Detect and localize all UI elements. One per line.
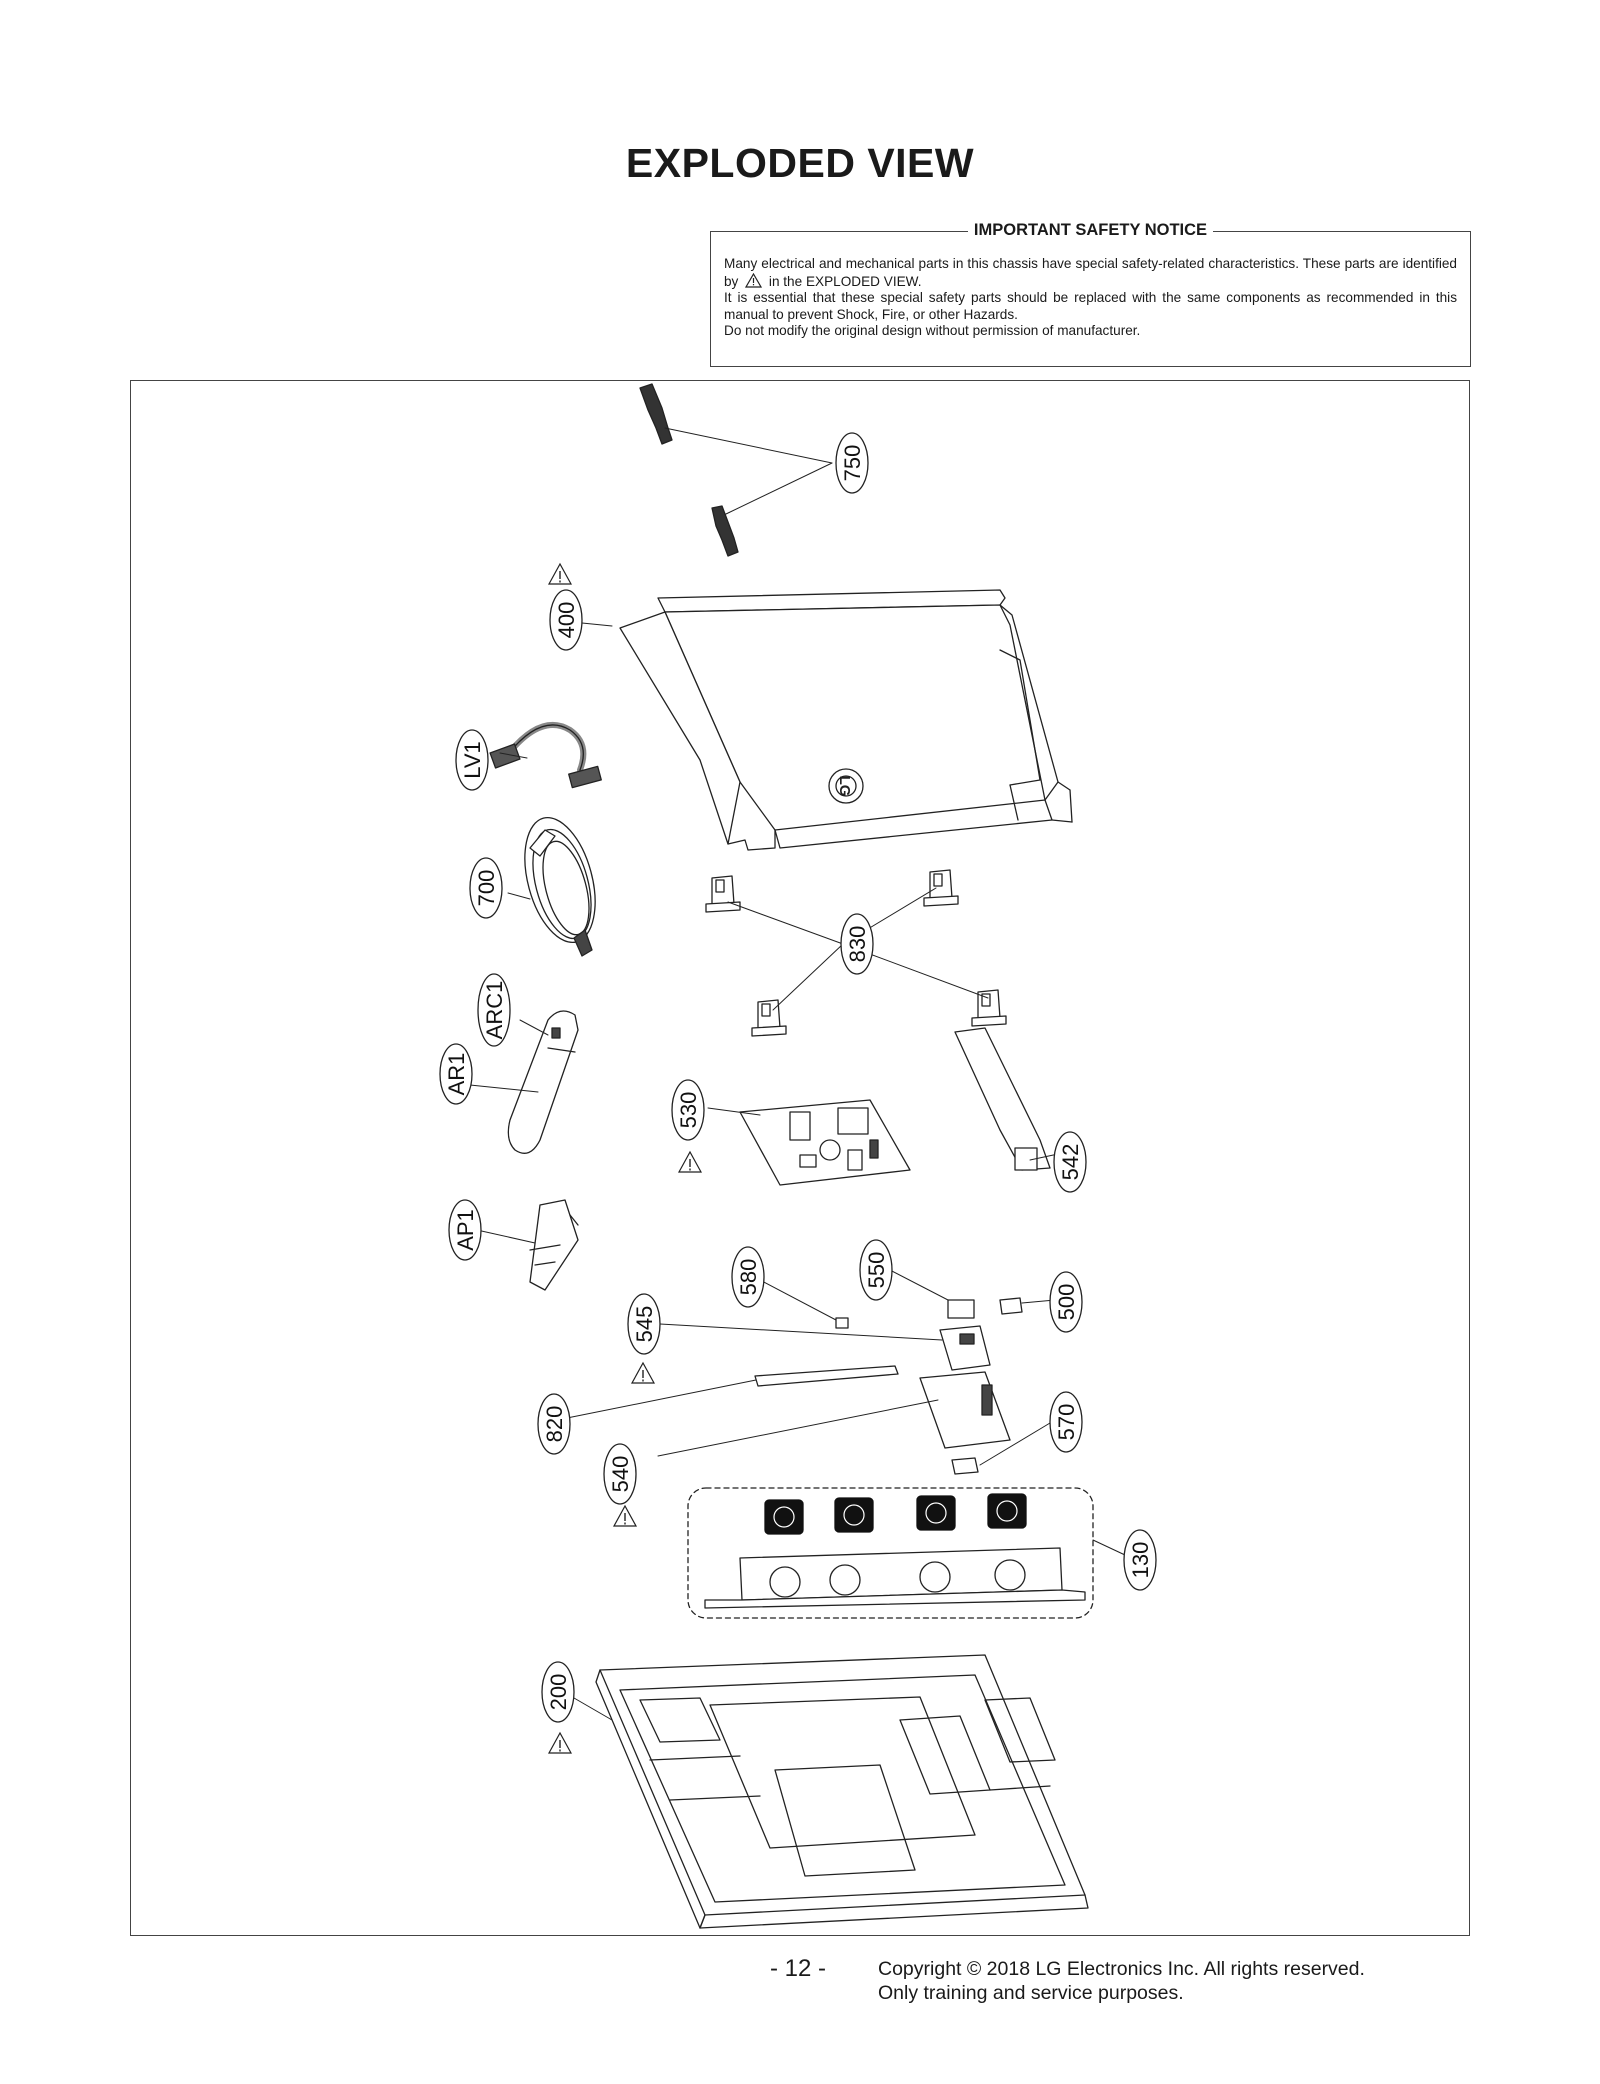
svg-text:500: 500 <box>1054 1284 1079 1321</box>
page-title: EXPLODED VIEW <box>625 140 975 186</box>
safety-notice-heading-wrap: IMPORTANT SAFETY NOTICE <box>711 221 1470 240</box>
label-550: 550 <box>859 1239 893 1301</box>
label-200: 200 <box>541 1661 575 1723</box>
label-542: 542 <box>1053 1131 1087 1193</box>
label-545: 545 <box>627 1293 661 1355</box>
part-labels: 750 400 LV1 700 830 ARC1 AR1 530 542 AP1… <box>439 432 1157 1723</box>
connector-500 <box>999 1297 1023 1315</box>
svg-text:AP1: AP1 <box>453 1209 478 1251</box>
lvds-cable-LV1 <box>489 721 602 789</box>
safety-notice-line3: Do not modify the original design withou… <box>724 323 1141 338</box>
sensor-board-580 <box>835 1317 849 1329</box>
warning-triangle-icon <box>677 1150 703 1173</box>
label-570: 570 <box>1049 1391 1083 1453</box>
page-number: - 12 - <box>770 1955 827 1982</box>
safety-notice-line1-suffix: in the EXPLODED VIEW. <box>768 273 922 289</box>
svg-text:700: 700 <box>474 870 499 907</box>
safety-notice-body: Many electrical and mechanical parts in … <box>724 256 1457 340</box>
svg-text:AR1: AR1 <box>444 1053 469 1096</box>
bracket-542 <box>954 1027 1051 1171</box>
label-LV1: LV1 <box>455 729 489 791</box>
safety-marks <box>547 562 703 1754</box>
svg-text:580: 580 <box>736 1259 761 1296</box>
stand-mount-830 <box>705 869 1007 1037</box>
safety-notice-line1-prefix: Many electrical and mechanical parts in … <box>724 256 1457 289</box>
warning-triangle-icon <box>745 272 763 288</box>
svg-text:550: 550 <box>864 1252 889 1289</box>
svg-text:570: 570 <box>1054 1404 1079 1441</box>
ribbon-strip-820 <box>754 1365 899 1387</box>
flat-cable-750 <box>639 383 739 557</box>
front-cabinet-200 <box>595 1654 1089 1929</box>
label-580: 580 <box>731 1246 765 1308</box>
svg-text:530: 530 <box>676 1092 701 1129</box>
copyright: Copyright © 2018 LG Electronics Inc. All… <box>878 1957 1365 2005</box>
label-400: 400 <box>549 589 583 651</box>
svg-text:820: 820 <box>542 1406 567 1443</box>
warning-triangle-icon <box>612 1504 638 1527</box>
svg-text:542: 542 <box>1058 1144 1083 1181</box>
label-AP1: AP1 <box>448 1199 482 1261</box>
label-750: 750 <box>835 432 869 494</box>
svg-text:LV1: LV1 <box>460 741 485 779</box>
svg-text:130: 130 <box>1128 1542 1153 1579</box>
warning-triangle-icon <box>547 1731 573 1754</box>
svg-text:200: 200 <box>546 1674 571 1711</box>
small-board-570 <box>951 1457 979 1475</box>
safety-notice-box: IMPORTANT SAFETY NOTICE Many electrical … <box>710 221 1471 367</box>
copyright-line1: Copyright © 2018 LG Electronics Inc. All… <box>878 1958 1365 1980</box>
logo-text: LG <box>836 776 853 797</box>
sub-board-545 <box>939 1325 991 1371</box>
main-board-540 <box>919 1371 1011 1449</box>
bracket-AP1 <box>529 1199 579 1291</box>
svg-text:540: 540 <box>608 1456 633 1493</box>
label-AR1: AR1 <box>439 1043 473 1105</box>
label-830: 830 <box>840 913 874 975</box>
label-130: 130 <box>1123 1529 1157 1591</box>
power-board-530 <box>739 1099 911 1186</box>
warning-triangle-icon <box>547 562 573 585</box>
connector-550 <box>947 1299 975 1319</box>
svg-text:750: 750 <box>840 445 865 482</box>
label-700: 700 <box>469 857 503 919</box>
safety-notice-line1: Many electrical and mechanical parts in … <box>724 256 1457 290</box>
rear-cover-400 <box>619 589 1073 851</box>
svg-text:ARC1: ARC1 <box>482 981 507 1040</box>
label-540: 540 <box>603 1443 637 1505</box>
safety-notice-heading: IMPORTANT SAFETY NOTICE <box>967 221 1214 239</box>
power-cord-700 <box>524 816 596 957</box>
label-500: 500 <box>1049 1271 1083 1333</box>
label-530: 530 <box>671 1079 705 1141</box>
exploded-view-frame <box>130 380 1470 1936</box>
safety-notice-line2: It is essential that these special safet… <box>724 290 1457 322</box>
remote-control-AR1 <box>507 1010 579 1154</box>
copyright-line2: Only training and service purposes. <box>878 1982 1184 2004</box>
speaker-assembly-130 <box>687 1487 1094 1619</box>
label-820: 820 <box>537 1393 571 1455</box>
svg-text:830: 830 <box>845 926 870 963</box>
svg-text:400: 400 <box>554 602 579 639</box>
label-ARC1: ARC1 <box>477 973 511 1047</box>
svg-text:545: 545 <box>632 1306 657 1343</box>
warning-triangle-icon <box>630 1361 656 1384</box>
